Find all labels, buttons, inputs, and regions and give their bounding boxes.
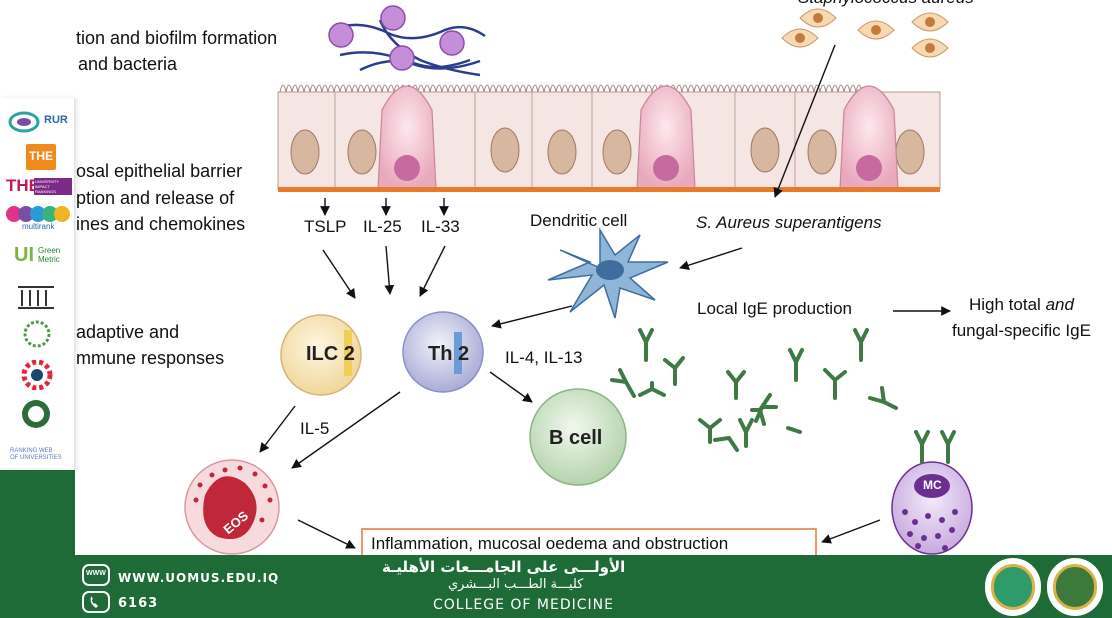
www-icon: WWW	[82, 564, 110, 586]
webometrics-text-1: RANKING WEB	[10, 448, 53, 454]
biofilm-text-line1: tion and biofilm formation	[76, 28, 278, 48]
th2-label: Th 2	[428, 343, 470, 365]
inflammation-box	[361, 528, 817, 555]
tslp-label: TSLP	[304, 217, 347, 236]
mast-cell	[891, 461, 973, 555]
il4-il13-label: IL-4, IL-13	[505, 348, 583, 367]
il33-label: IL-33	[421, 217, 460, 236]
website-link[interactable]: WWW.UOMUS.EDU.IQ	[118, 571, 280, 585]
b-cell	[529, 388, 627, 486]
basement-membrane	[278, 187, 940, 192]
barrier-text-line1: osal epithelial barrier	[76, 161, 243, 181]
pillars-logo	[16, 284, 80, 310]
il25-label: IL-25	[363, 217, 402, 236]
ilc2-label: ILC 2	[306, 343, 355, 365]
www-icon-text: WWW	[86, 570, 106, 577]
slide-canvas: tion and biofilm formation and bacteria …	[0, 0, 1091, 555]
cilia	[279, 84, 863, 93]
arabic-college-name: كليـــة الطـــب البـــشري	[448, 577, 584, 592]
sdg-wheel-logo	[20, 359, 84, 391]
multirank-text: multirank	[22, 222, 55, 231]
arabic-university-name: الأولـــى على الجامـــعات الأهليـة	[382, 558, 626, 576]
immune-text-line1: adaptive and	[76, 322, 180, 342]
footer-bar: WWW WWW.UOMUS.EDU.IQ 6163 الأولـــى على …	[0, 555, 1112, 618]
webometrics-text-2: OF UNIVERSITIES	[10, 455, 62, 461]
barrier-text-line3: ines and chemokines	[76, 214, 246, 234]
staph-aureus-label: Staphylococcus aureus	[798, 0, 974, 8]
bcell-label: B cell	[549, 427, 603, 449]
multirank-logo: multirank	[6, 204, 70, 232]
superantigens-label: S. Aureus superantigens	[696, 213, 882, 232]
the-impact-logo: THE UNIVERSITY IMPACT RANKINGS	[6, 176, 72, 198]
ige-antibodies	[610, 328, 956, 464]
mc-label: MC	[923, 478, 942, 492]
high-total-line1: High total and	[969, 295, 1074, 315]
local-ige-label: Local IgE production	[697, 299, 852, 318]
bacteria-cluster	[328, 5, 465, 71]
ui-text: UI	[14, 244, 34, 266]
ranking-logo-strip: RUR THE THE UNIVERSITY IMPACT RANKINGS m…	[0, 98, 75, 478]
wreath-logo	[20, 320, 84, 350]
the-logo: THE	[26, 144, 56, 170]
university-shield-logo	[985, 558, 1041, 616]
arab-engineers-logo	[16, 398, 80, 434]
ilc2-cell	[280, 314, 362, 396]
phone-number: 6163	[118, 596, 159, 611]
epithelial-layer	[277, 84, 941, 192]
pathway-arrows	[259, 44, 951, 549]
green-text: Green	[38, 246, 61, 255]
college-shield-inner	[1053, 564, 1097, 610]
immune-text-line2: mmune responses	[76, 348, 225, 368]
footer-left-band	[0, 470, 75, 555]
pathophysiology-diagram	[184, 5, 973, 555]
college-of-medicine: COLLEGE OF MEDICINE	[433, 597, 614, 613]
dendritic-cell-label: Dendritic cell	[530, 211, 628, 230]
dendritic-cell	[547, 227, 669, 319]
barrier-text-line2: ption and release of	[76, 188, 235, 208]
shield-inner	[991, 564, 1035, 610]
metric-text: Metric	[38, 255, 60, 264]
webometrics-logo: RANKING WEB OF UNIVERSITIES	[10, 448, 74, 468]
rur-logo: RUR	[6, 108, 70, 136]
college-shield-logo	[1047, 558, 1103, 616]
eosinophil	[184, 459, 280, 555]
ui-greenmetric-logo: UI Green Metric	[14, 244, 78, 276]
high-total-and: and	[1045, 295, 1074, 314]
phone-icon	[82, 591, 110, 613]
the-logo-text: THE	[29, 149, 53, 163]
footer-curve-mask	[75, 470, 135, 555]
inflammation-label: Inflammation, mucosal oedema and obstruc…	[371, 534, 729, 553]
th2-cell	[402, 311, 484, 393]
high-total-line2: fungal-specific IgE	[952, 321, 1091, 340]
the-impact-text: THE	[6, 176, 40, 195]
the-impact-subtitle: UNIVERSITY IMPACT RANKINGS	[34, 178, 72, 195]
rur-logo-text: RUR	[44, 114, 68, 126]
goblet-cell	[377, 85, 437, 190]
il5-label: IL-5	[300, 419, 330, 438]
goblet-cell	[636, 85, 696, 190]
goblet-cell	[839, 85, 899, 190]
biofilm-text-line2: and bacteria	[78, 54, 178, 74]
staph-aureus-cells	[781, 8, 949, 58]
high-total-text: High total	[969, 295, 1041, 314]
